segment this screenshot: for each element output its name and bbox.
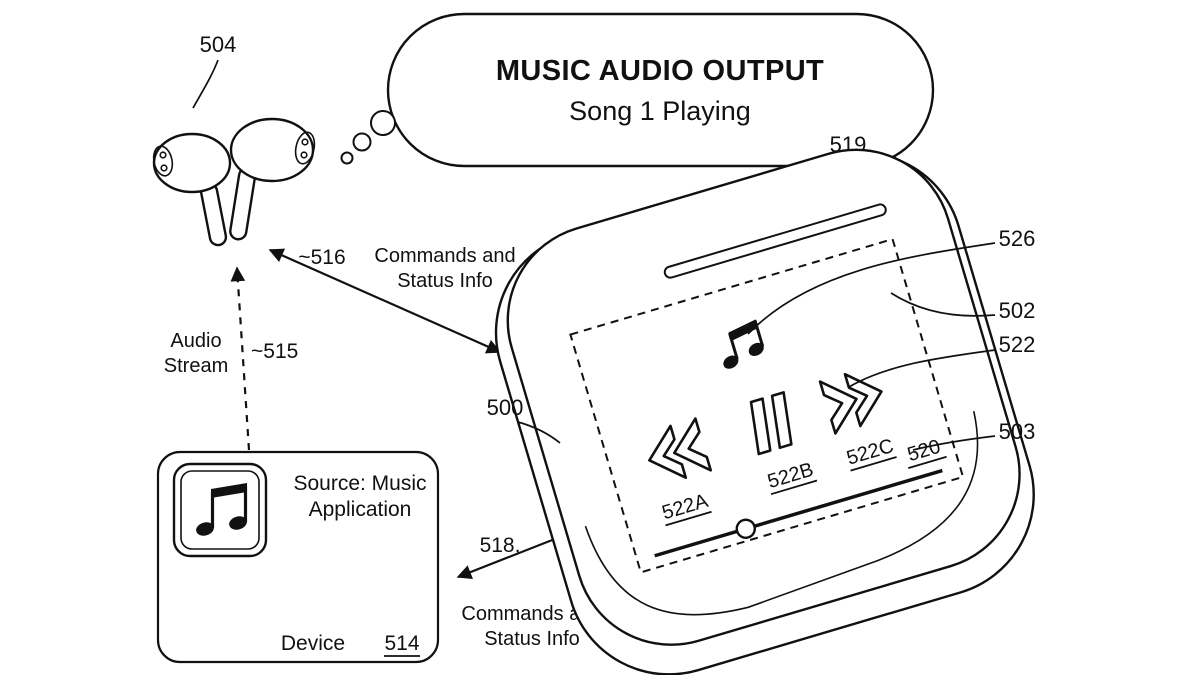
audio-stream-arrow <box>237 268 249 450</box>
thought-circle-large <box>371 111 395 135</box>
earbuds: 504 <box>151 32 317 246</box>
bubble-title: MUSIC AUDIO OUTPUT <box>496 55 824 87</box>
link-516-label-1: Commands and <box>374 245 515 267</box>
thought-circle-small <box>342 153 353 164</box>
ref-515: ~515 <box>251 340 298 363</box>
ref-503: 503 <box>999 419 1036 444</box>
ref-518: 518, <box>480 534 521 557</box>
link-518-label-2: Status Info <box>484 628 580 650</box>
device-label: Device <box>281 632 345 655</box>
ref-504: 504 <box>200 32 237 57</box>
ref-514: 514 <box>384 632 419 655</box>
earbud-left-stem <box>200 183 228 247</box>
ref-526: 526 <box>999 226 1036 251</box>
speech-bubble: MUSIC AUDIO OUTPUT Song 1 Playing 519 <box>342 14 934 166</box>
earbud-right-body <box>231 119 313 181</box>
ref-500: 500 <box>487 395 524 420</box>
bubble-subtitle: Song 1 Playing <box>569 96 751 126</box>
ref-502: 502 <box>999 298 1036 323</box>
earbud-left-body <box>154 134 230 192</box>
device-box: Source: Music Application Device 514 <box>158 452 438 662</box>
audio-stream-label-1: Audio <box>170 330 221 352</box>
link-516: ~516 Commands and Status Info <box>270 245 516 352</box>
link-515: Audio Stream ~515 <box>164 268 299 450</box>
ref-522: 522 <box>999 332 1036 357</box>
ref-516: ~516 <box>298 246 345 269</box>
ref-504-leader-line <box>193 60 218 108</box>
device-source-line-2: Application <box>309 498 412 521</box>
music-app-icon <box>174 464 266 556</box>
charging-case: 522A 522B 522C 520 <box>470 124 1058 675</box>
audio-stream-label-2: Stream <box>164 355 228 377</box>
thought-circle-medium <box>354 134 371 151</box>
link-516-label-2: Status Info <box>397 270 493 292</box>
device-source-line-1: Source: Music <box>293 472 426 495</box>
